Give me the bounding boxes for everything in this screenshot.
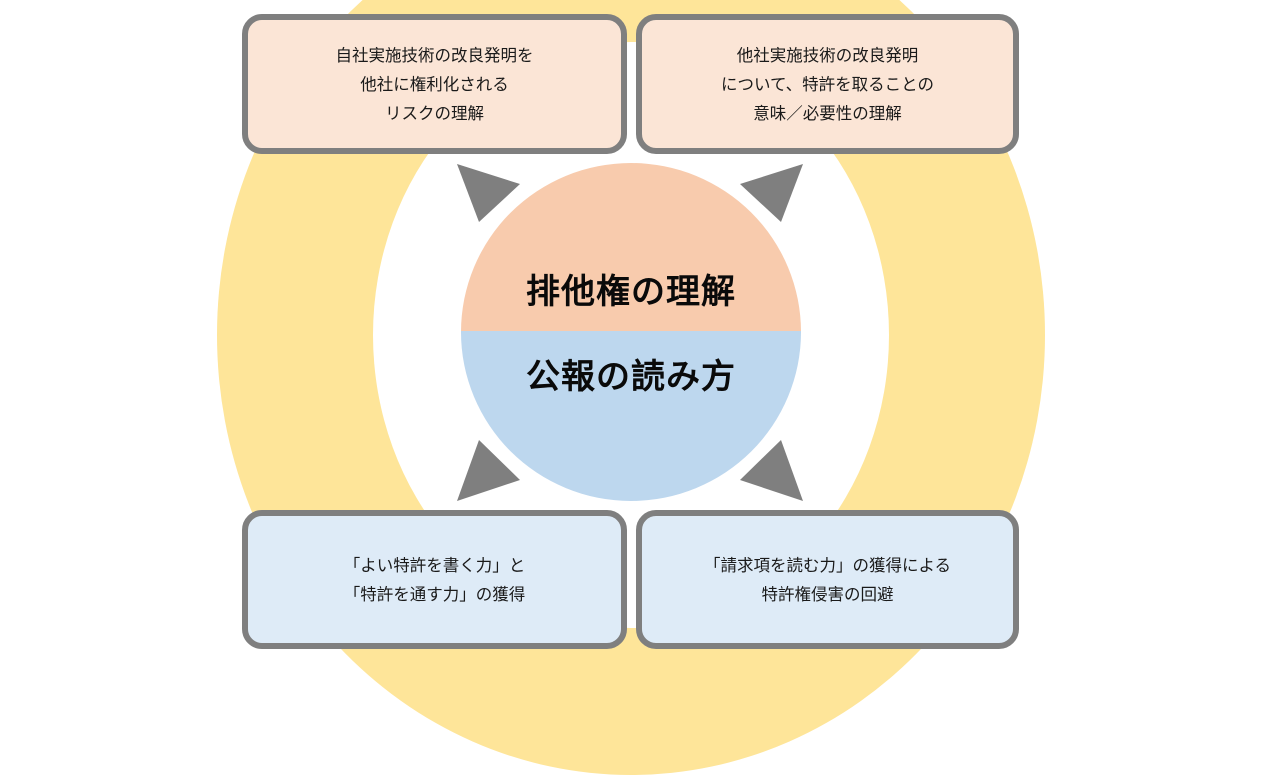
center-top-half: 排他権の理解 xyxy=(461,163,801,331)
box-text-line: 他社に権利化される xyxy=(360,74,509,94)
box-bottom-right: 「請求項を読む力」の獲得による 特許権侵害の回避 xyxy=(636,510,1019,649)
box-text-line: 「特許を通す力」の獲得 xyxy=(343,584,526,604)
center-bottom-half: 公報の読み方 xyxy=(461,331,801,501)
box-text-line: 自社実施技術の改良発明を xyxy=(335,45,534,65)
box-text-line: 意味／必要性の理解 xyxy=(753,103,902,123)
box-top-left: 自社実施技術の改良発明を 他社に権利化される リスクの理解 xyxy=(242,14,627,154)
arrow-down-right-icon xyxy=(737,434,807,504)
box-text-line: 「よい特許を書く力」と xyxy=(343,555,526,575)
center-circle: 排他権の理解 公報の読み方 xyxy=(461,163,801,501)
box-top-right: 他社実施技術の改良発明 について、特許を取ることの 意味／必要性の理解 xyxy=(636,14,1019,154)
arrow-up-right-icon xyxy=(737,160,807,230)
center-top-label: 排他権の理解 xyxy=(526,272,736,312)
box-text-line: 特許権侵害の回避 xyxy=(761,584,894,604)
box-text-line: 「請求項を読む力」の獲得による xyxy=(703,555,951,575)
box-text-line: について、特許を取ることの xyxy=(720,74,934,94)
arrow-up-left-icon xyxy=(453,160,523,230)
arrow-down-left-icon xyxy=(453,434,523,504)
center-bottom-label: 公報の読み方 xyxy=(526,357,736,397)
box-bottom-left: 「よい特許を書く力」と 「特許を通す力」の獲得 xyxy=(242,510,627,649)
box-text-line: リスクの理解 xyxy=(385,103,484,123)
box-text-line: 他社実施技術の改良発明 xyxy=(736,45,919,65)
